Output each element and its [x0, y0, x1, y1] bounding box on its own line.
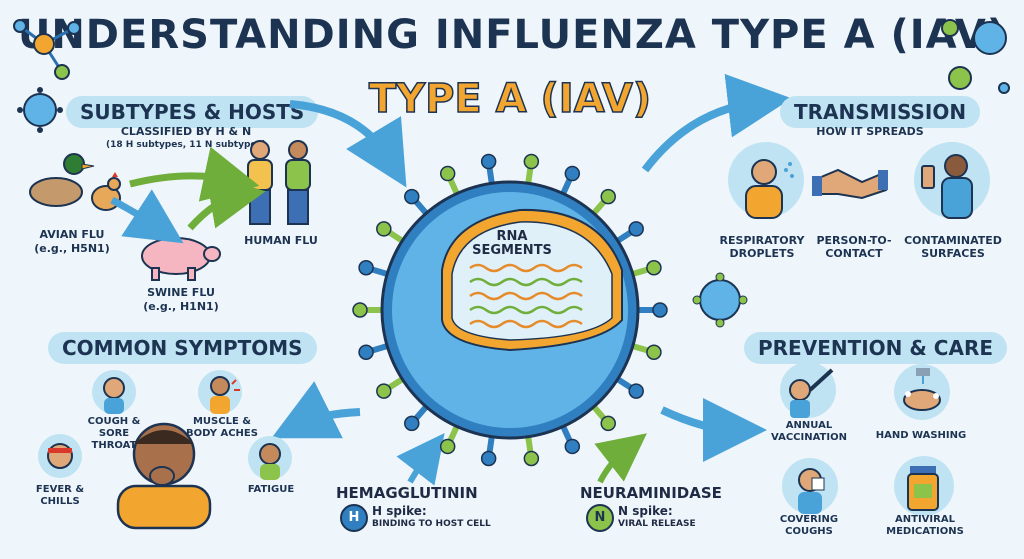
- page-title: UNDERSTANDING INFLUENZA TYPE A (IAV): [17, 12, 1007, 58]
- virus-spike-head: [628, 383, 644, 399]
- virus-spike-head: [646, 259, 662, 276]
- swine-flu-example: (e.g., H1N1): [143, 300, 219, 313]
- virus-spike-head: [523, 450, 540, 467]
- person-to-contact-label: PERSON-TO-CONTACT: [816, 234, 892, 261]
- symptoms-heading: COMMON SYMPTOMS: [48, 332, 317, 364]
- virus-decoration-icon: [941, 19, 1010, 94]
- virus-spike-head: [480, 153, 497, 170]
- n-badge: N: [586, 504, 614, 532]
- virus-spike-head: [646, 344, 662, 361]
- n-spike-desc: VIRAL RELEASE: [618, 519, 696, 529]
- virus-spike-head: [564, 165, 581, 182]
- hand-washing-label: HAND WASHING: [875, 430, 967, 441]
- virus-spike-head: [404, 188, 420, 205]
- hemagglutinin-title: HEMAGGLUTININ: [336, 484, 478, 502]
- muscle-ache-icon: [198, 370, 242, 414]
- rna-line-2: SEGMENTS: [472, 243, 552, 259]
- virus-spike-head: [358, 259, 374, 276]
- virus-spike-head: [376, 383, 392, 399]
- vaccination-icon: [780, 362, 836, 418]
- fatigue-icon: [248, 436, 292, 480]
- virus-spike-head: [628, 221, 644, 237]
- human-flu-label: HUMAN FLU: [244, 234, 318, 247]
- virus-spike-head: [523, 153, 540, 170]
- rna-line-1: RNA: [496, 229, 528, 244]
- virus-spike-head: [439, 438, 456, 455]
- avian-flu-example: (e.g., H5N1): [34, 242, 110, 255]
- h-spike-desc: BINDING TO HOST CELL: [372, 519, 491, 529]
- virus-spike-head: [480, 450, 497, 467]
- rna-strands-icon: [469, 263, 583, 329]
- antiviral-label: ANTIVIRAL MEDICATIONS: [886, 514, 964, 537]
- surface-touch-icon: [914, 142, 990, 219]
- muscle-aches-label: MUSCLE & BODY ACHES: [186, 416, 258, 439]
- n-spike-label: N spike:: [618, 504, 673, 518]
- hand-washing-icon: [894, 364, 950, 420]
- neuraminidase-title: NEURAMINIDASE: [580, 484, 722, 502]
- classified-by-label: CLASSIFIED BY H & N: [120, 125, 252, 138]
- vaccination-label: ANNUAL VACCINATION: [771, 420, 847, 443]
- cough-icon: [92, 370, 136, 414]
- swine-flu-label: SWINE FLU: [147, 286, 215, 299]
- subtypes-heading: SUBTYPES & HOSTS: [66, 96, 319, 128]
- h-spike-label: H spike:: [372, 504, 427, 518]
- virus-spike-head: [600, 188, 616, 205]
- virus-spike-head: [652, 302, 668, 318]
- rna-segments-label: RNA SEGMENTS: [472, 229, 552, 259]
- avian-flu-label: AVIAN FLU: [39, 228, 105, 241]
- cough-label: COUGH & SORE THROAT: [87, 416, 141, 451]
- virus-spike-head: [352, 302, 368, 318]
- medication-icon: [894, 456, 954, 516]
- virus-spike-head: [439, 165, 456, 182]
- h-badge: H: [340, 504, 368, 532]
- transmission-subheading: HOW IT SPREADS: [816, 125, 924, 138]
- respiratory-droplets-label: RESPIRATORY DROPLETS: [719, 234, 805, 261]
- sick-person-icon: [116, 422, 212, 530]
- contaminated-surfaces-label: CONTAMINATED SURFACES: [904, 234, 1002, 261]
- subtype-count-note: (18 H subtypes, 11 N subtypes): [106, 140, 266, 150]
- fever-label: FEVER & CHILLS: [35, 484, 85, 507]
- covering-cough-icon: [782, 458, 838, 514]
- virus-illustration: [352, 153, 668, 467]
- fatigue-label: FATIGUE: [247, 484, 295, 495]
- fever-icon: [38, 434, 82, 478]
- virus-icon: [17, 87, 63, 133]
- virus-spike-head: [404, 415, 420, 432]
- transmission-heading: TRANSMISSION: [780, 96, 981, 128]
- virus-spike-head: [358, 344, 374, 361]
- covering-coughs-label: COVERING COUGHS: [779, 514, 839, 537]
- virus-type-subtitle: TYPE A (IAV): [368, 75, 652, 123]
- handshake-icon: [812, 150, 888, 220]
- prevention-heading: PREVENTION & CARE: [744, 332, 1008, 364]
- virus-icon: [692, 272, 748, 328]
- virus-spike-head: [564, 438, 581, 455]
- molecule-icon: [13, 19, 81, 80]
- pig-icon: [141, 237, 221, 281]
- virus-spike-head: [600, 415, 616, 432]
- virus-spike-head: [376, 221, 392, 237]
- sneezing-person-icon: [728, 142, 804, 219]
